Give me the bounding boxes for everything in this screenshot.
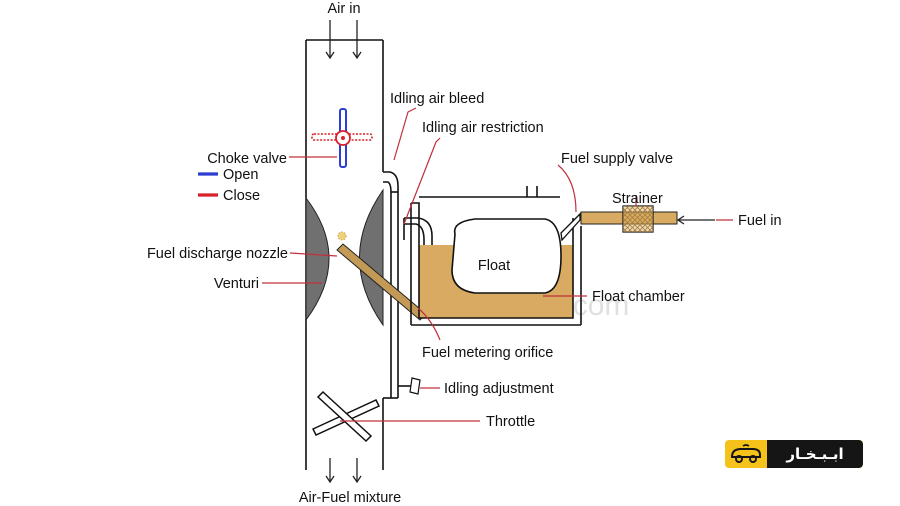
float-needle: [560, 212, 581, 242]
fuel-in-arrow: [676, 215, 715, 225]
fuel-spray: [337, 231, 347, 241]
legend-close-label: Close: [223, 188, 260, 204]
logo-wordmark: ابـبـخـار: [767, 440, 863, 468]
idle-tube-inner: [404, 223, 425, 300]
label-venturi: Venturi: [214, 276, 259, 292]
idling-adjustment-screw: [398, 377, 421, 395]
label-fuel-metering-orifice: Fuel metering orifice: [422, 345, 553, 361]
label-idling-adjustment: Idling adjustment: [444, 381, 554, 397]
site-logo: ابـبـخـار: [725, 440, 863, 468]
choke-valve-close: [311, 130, 373, 146]
legend-open-label: Open: [223, 167, 258, 183]
label-fuel-in: Fuel in: [738, 213, 782, 229]
steam-car-icon: [725, 440, 767, 468]
label-float: Float: [478, 258, 510, 274]
idle-tube: [404, 217, 433, 300]
throttle: [311, 390, 381, 443]
label-float-chamber: Float chamber: [592, 289, 685, 305]
float: [451, 218, 562, 294]
label-idling-air-restriction: Idling air restriction: [422, 120, 544, 136]
venturi-right: [359, 188, 384, 327]
venturi-left: [305, 196, 330, 322]
label-idling-air-bleed: Idling air bleed: [390, 91, 484, 107]
air-in-arrows: [325, 20, 362, 60]
idling-air-bleed-tube: [383, 171, 399, 399]
label-choke-valve: Choke valve: [207, 151, 287, 167]
label-air-in: Air in: [327, 1, 360, 17]
mixture-out-arrows: [325, 458, 362, 484]
label-throttle: Throttle: [486, 414, 535, 430]
float-chamber: [410, 186, 582, 326]
label-air-fuel-mixture: Air-Fuel mixture: [299, 490, 401, 506]
strainer-fill: [623, 206, 653, 232]
strainer: [622, 205, 654, 233]
label-fuel-supply-valve: Fuel supply valve: [561, 151, 673, 167]
label-fuel-discharge-nozzle: Fuel discharge nozzle: [147, 246, 288, 262]
leader-lines: [262, 107, 733, 422]
label-strainer: Strainer: [612, 191, 663, 207]
